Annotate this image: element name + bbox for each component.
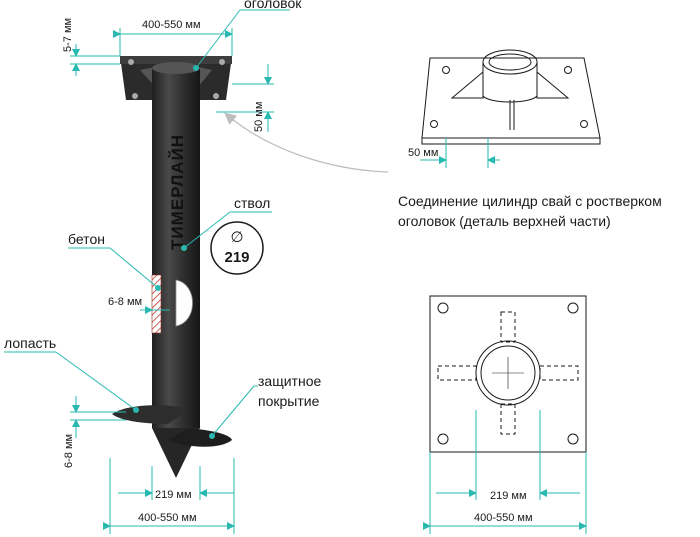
label-trunk: ствол: [234, 195, 270, 211]
dim-blade-width-bottom: [103, 458, 235, 534]
head-isometric-detail: [421, 49, 601, 168]
leader-coating: [209, 385, 258, 439]
dim-rib-height-label: 50 мм: [253, 102, 265, 132]
label-head: оголовок: [244, 0, 302, 11]
helix-blade: [112, 405, 188, 424]
caption-line2: оголовок (деталь верхней части): [398, 213, 611, 229]
head-plan-view: [429, 295, 587, 453]
leader-trunk: [181, 211, 272, 251]
head-plate-top: [120, 56, 232, 64]
dim-plan-pipe: [436, 410, 580, 500]
dim-plate-thickness: [70, 44, 120, 76]
leader-blade: [4, 351, 139, 413]
dim-plan-plate: [423, 452, 587, 534]
diameter-value: 219: [224, 249, 249, 266]
label-coating-line1: защитное: [258, 373, 321, 389]
dim-blade-thickness-label: 6-8 мм: [63, 434, 75, 468]
leader-head: [193, 9, 290, 71]
pile-shaft: [152, 66, 200, 428]
diameter-symbol: ∅: [230, 228, 243, 246]
bolt-hole: [132, 93, 138, 99]
helix-blade-lower: [168, 428, 232, 447]
concrete-section: [175, 279, 193, 327]
bolt-hole: [219, 59, 225, 65]
dim-blade-thickness: [70, 396, 126, 438]
dim-plate-width-top: [113, 28, 233, 56]
leader-concrete: [68, 247, 161, 291]
caption-line1: Соединение цилиндр свай с ростверком: [398, 193, 662, 209]
dim-concrete-gap-label: 6-8 мм: [108, 296, 142, 308]
dim-pipe-diameter-bottom: [118, 466, 234, 500]
shaft-top: [152, 62, 200, 74]
bolt-hole: [128, 59, 134, 65]
label-concrete: бетон: [68, 231, 105, 247]
bolt-hole: [213, 93, 219, 99]
dim-plan-pipe-label: 219 мм: [490, 490, 527, 502]
label-blade: лопасть: [4, 335, 56, 351]
detail-pointer-arrow: [224, 112, 389, 173]
dim-blade-width-bottom-label: 400-550 мм: [138, 512, 197, 524]
concrete-hatch: [151, 274, 162, 334]
brand-text: ТИМЕРЛАЙН: [168, 134, 187, 250]
dim-pipe-diameter-bottom-label: 219 мм: [155, 489, 192, 501]
dim-plate-thickness-label: 5-7 мм: [62, 18, 74, 52]
dim-plate-width-top-label: 400-550 мм: [142, 19, 201, 31]
dim-rib-height: [216, 64, 274, 132]
label-coating-line2: покрытие: [258, 393, 320, 409]
dim-plan-plate-label: 400-550 мм: [474, 512, 533, 524]
dim-detail-offset-label: 50 мм: [408, 147, 438, 159]
pile: ТИМЕРЛАЙН: [112, 56, 232, 478]
diameter-badge: ∅ 219: [210, 221, 264, 275]
